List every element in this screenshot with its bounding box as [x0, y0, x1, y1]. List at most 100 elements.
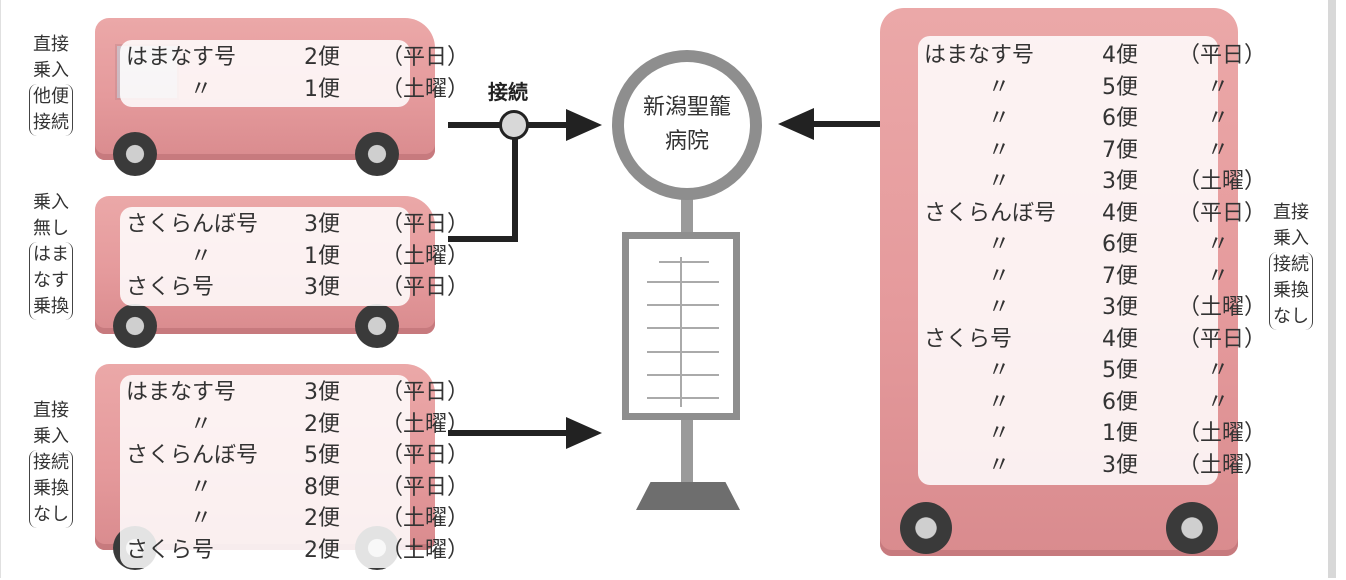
note-middle-left: 乗入 無し はま なす 乗換: [14, 190, 88, 320]
note-line: 乗入: [33, 60, 69, 81]
note-line: 接続: [33, 452, 69, 473]
note-line: 乗換: [33, 296, 69, 317]
trip-number: 1: [1102, 421, 1116, 446]
day-type: （平日）: [1178, 200, 1267, 226]
day-type: 〃: [1206, 137, 1229, 163]
trip-number: 6: [1102, 232, 1116, 257]
connector-line-bottom: [448, 430, 568, 436]
trip-number: 4: [1102, 326, 1116, 352]
trip-unit: 便: [318, 474, 341, 500]
trip-unit: 便: [1116, 326, 1139, 352]
day-type: 〃: [1206, 263, 1229, 289]
trip-unit: 便: [318, 537, 341, 563]
route-name: 〃: [987, 452, 1010, 478]
route-name: 〃: [987, 358, 1010, 383]
trip-unit: 便: [318, 45, 341, 70]
route-name: さくら号: [126, 275, 215, 300]
table-row: 〃 8 便 （平日）: [126, 472, 469, 504]
timetable-rule: [647, 281, 719, 283]
route-name: はまなす号: [126, 45, 237, 70]
day-type: （土曜）: [1178, 421, 1267, 446]
trip-number: 7: [1102, 263, 1116, 289]
trip-unit: 便: [1116, 43, 1139, 68]
trip-number: 2: [304, 506, 318, 531]
bus-stop-sign: 新潟聖籠 病院: [612, 50, 762, 200]
table-row: 〃 2 便 （土曜）: [126, 409, 469, 441]
note-line: なす: [33, 270, 69, 291]
route-name: 〃: [987, 421, 1010, 446]
trip-unit: 便: [1116, 358, 1139, 383]
timetable-rule: [659, 261, 709, 263]
day-type: （平日）: [380, 443, 469, 468]
route-name: 〃: [987, 169, 1010, 194]
connector-line-middle: [448, 236, 518, 242]
trip-number: 6: [1102, 106, 1116, 131]
arrow-left-icon: [778, 108, 814, 140]
timetable-rule: [647, 304, 719, 306]
trip-number: 3: [304, 275, 318, 300]
day-type: 〃: [1206, 232, 1229, 257]
table-row: はまなす号 3 便 （平日）: [126, 377, 469, 409]
day-type: （土曜）: [380, 76, 469, 102]
arrow-right-icon: [566, 109, 602, 141]
hospital-name-line: 病院: [664, 129, 709, 154]
timetable-rule: [647, 327, 719, 329]
route-name: 〃: [189, 474, 212, 500]
bus-wheel: [113, 304, 157, 348]
trip-number: 4: [1102, 200, 1116, 226]
trip-number: 3: [1102, 295, 1116, 320]
note-line: 乗入: [33, 192, 69, 213]
day-type: （平日）: [380, 45, 469, 70]
note-bracket: はま なす 乗換: [29, 242, 73, 320]
junction-node: [499, 110, 529, 140]
table-row: さくら号 2 便 （土曜）: [126, 535, 469, 567]
timetable-rule: [680, 257, 682, 407]
trip-unit: 便: [318, 443, 341, 468]
trip-number: 7: [1102, 137, 1116, 163]
route-name: 〃: [987, 74, 1010, 100]
note-line: 他便: [33, 86, 69, 107]
trip-number: 2: [304, 537, 318, 563]
trip-unit: 便: [1116, 74, 1139, 100]
trip-unit: 便: [318, 243, 341, 269]
trip-number: 3: [1102, 169, 1116, 194]
timetable-rule: [647, 351, 719, 353]
route-name: 〃: [189, 411, 212, 437]
bus-stop-timetable-board: [622, 232, 740, 420]
table-row: 〃 1 便 （土曜）: [126, 241, 469, 273]
trip-unit: 便: [1116, 295, 1139, 320]
note-line: なし: [33, 504, 69, 525]
trip-unit: 便: [1116, 389, 1139, 415]
trip-unit: 便: [1116, 106, 1139, 131]
day-type: （平日）: [380, 380, 469, 405]
note-line: はま: [33, 244, 69, 265]
trip-unit: 便: [318, 275, 341, 300]
bus-stop-base: [636, 482, 740, 510]
timetable-bottom-left: はまなす号 3 便 （平日） 〃 2 便 （土曜） さくらんぼ号 5 便 （平日…: [120, 375, 469, 568]
day-type: （平日）: [380, 212, 469, 237]
connector-line-right: [812, 121, 882, 127]
trip-number: 5: [1102, 74, 1116, 100]
table-row: さくら号 3 便 （平日）: [126, 272, 469, 304]
note-line: 直接: [33, 34, 69, 55]
note-line: 直接: [1273, 202, 1309, 223]
note-line: 接続: [33, 112, 69, 133]
trip-number: 3: [304, 380, 318, 405]
table-row: はまなす号 2 便 （平日）: [126, 42, 469, 74]
table-row: さくらんぼ号 5 便 （平日）: [126, 440, 469, 472]
trip-number: 2: [304, 45, 318, 70]
trip-unit: 便: [1116, 232, 1139, 257]
note-line: 乗換: [33, 478, 69, 499]
day-type: （平日）: [1178, 43, 1267, 68]
route-name: さくらんぼ号: [924, 200, 1057, 226]
day-type: （土曜）: [380, 506, 469, 531]
